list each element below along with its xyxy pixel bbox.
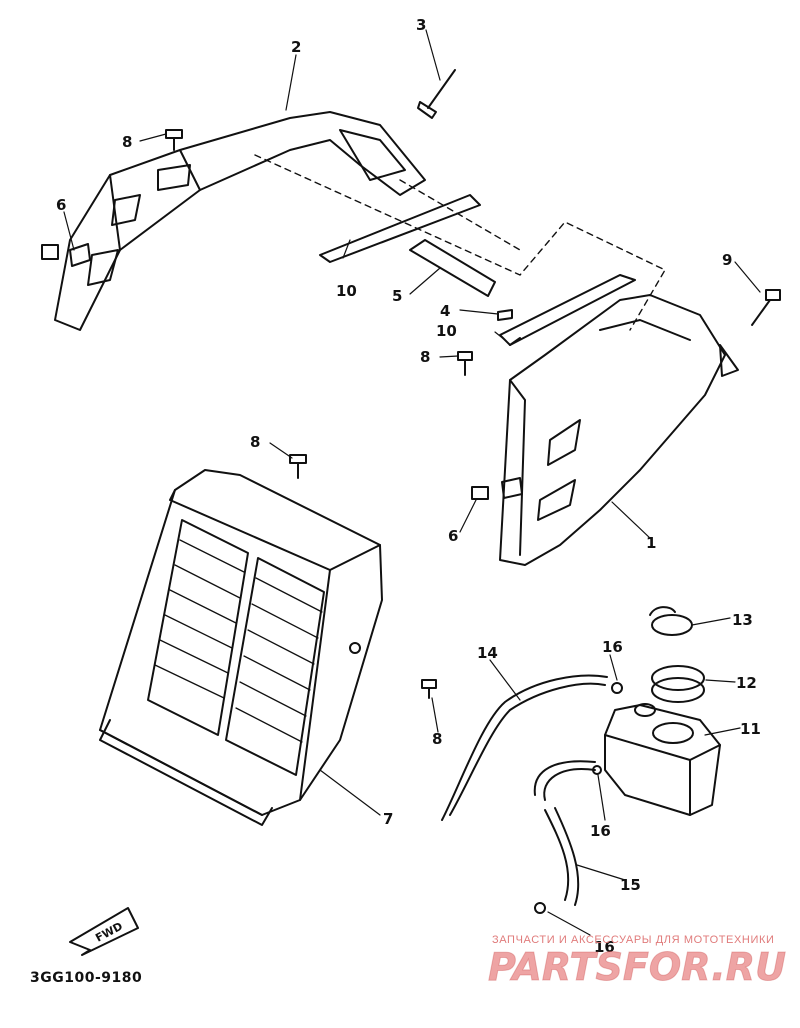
part-10-strip-upper: [319, 194, 481, 263]
callout-6-right: 6: [448, 527, 458, 545]
part-6-clip-left: [41, 243, 91, 267]
watermark-subtitle: ЗАПЧАСТИ И АКСЕССУАРЫ ДЛЯ МОТОТЕХНИКИ: [492, 934, 775, 946]
callout-15: 15: [620, 876, 641, 894]
callout-4: 4: [440, 302, 450, 320]
callout-16-middle: 16: [590, 822, 611, 840]
part-5-pad: [409, 239, 496, 297]
callout-7: 7: [383, 810, 393, 828]
part-14-hose: [441, 674, 608, 821]
callout-13: 13: [732, 611, 753, 629]
part-16-clamps: [534, 682, 623, 914]
callout-8-grille-top: 8: [250, 433, 260, 451]
callout-3: 3: [416, 16, 426, 34]
callout-9: 9: [722, 251, 732, 269]
catalog-code: 3GG100-9180: [30, 970, 143, 986]
part-11-reservoir-tank: [604, 703, 721, 816]
part-8-screw-grille-top: [289, 454, 307, 479]
part-3-bolt: [417, 69, 456, 119]
part-12-ring: [651, 665, 705, 703]
callout-5: 5: [392, 287, 402, 305]
callout-12: 12: [736, 674, 757, 692]
part-7-radiator-grille: [99, 469, 383, 826]
part-1-right-shroud: [499, 294, 739, 566]
callout-16-bottom: 16: [594, 938, 615, 956]
part-9-bolt: [751, 289, 781, 326]
callout-8-middle: 8: [420, 348, 430, 366]
callout-labels: 1 2 3 4 5 6 6 7 8 8 8 8 9 10 10 11 12 13…: [56, 16, 761, 956]
part-15-hose: [533, 760, 596, 906]
part-8-screw-top: [165, 129, 183, 151]
part-10-strip-lower: [499, 274, 636, 346]
part-6-clip-right: [471, 477, 523, 500]
callout-1: 1: [646, 534, 656, 552]
leader-lines: [63, 29, 761, 936]
watermark-logo-text: PARTSFOR.RU: [488, 945, 786, 989]
part-13-cap: [649, 606, 693, 636]
part-4-washer: [497, 309, 513, 321]
fwd-arrow-icon: [69, 907, 139, 956]
part-8-screw-middle: [457, 351, 473, 376]
part-2-left-bracket: [54, 111, 426, 331]
assembly-guide-lines: [254, 154, 666, 331]
callout-8-top: 8: [122, 133, 132, 151]
callout-16-top: 16: [602, 638, 623, 656]
part-8-screw-grille-side: [421, 679, 437, 699]
callout-11: 11: [740, 720, 761, 738]
callout-2: 2: [291, 38, 301, 56]
callout-10-upper: 10: [336, 282, 357, 300]
callout-8-grille-side: 8: [432, 730, 442, 748]
callout-10-lower: 10: [436, 322, 457, 340]
watermark-logo: PARTSFOR.RU: [488, 945, 787, 990]
callout-14: 14: [477, 644, 498, 662]
callout-6-left: 6: [56, 196, 66, 214]
